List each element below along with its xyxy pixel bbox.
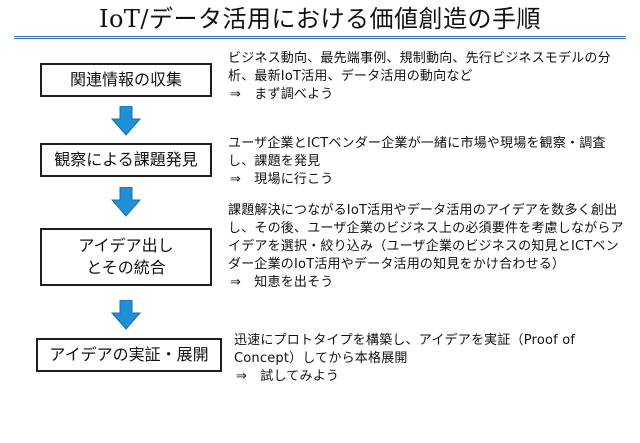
step-description-ideation: 課題解決につながるIoT活用やデータ活用のアイデアを数多く創出し、その後、ユーザ… [228,202,624,292]
step-hint: ⇒ 知恵を出そう [230,275,334,290]
step-description-text: ユーザ企業とICTベンダー企業が一緒に市場や現場を観察・調査し、課題を発見 [228,136,606,169]
step-description-discover-issues: ユーザ企業とICTベンダー企業が一緒に市場や現場を観察・調査し、課題を発見 ⇒ … [228,135,624,189]
step-box-ideation: アイデア出し とその統合 [40,228,212,286]
down-arrow-icon [111,106,141,136]
down-arrow-icon [111,300,141,330]
down-arrow-icon [111,187,141,217]
step-hint: ⇒ まず調べよう [230,87,334,102]
step-box-validate-deploy: アイデアの実証・展開 [36,338,222,372]
step-box-collect-info: 関連情報の収集 [40,63,212,97]
step-description-text: 迅速にプロトタイプを構築し、アイデアを実証（Proof of Concept）し… [234,333,576,366]
step-hint: ⇒ 試してみよう [236,369,340,384]
step-description-text: ビジネス動向、最先端事例、規制動向、先行ビジネスモデルの分析、最新IoT活用、デ… [228,51,611,84]
step-hint: ⇒ 現場に行こう [230,172,334,187]
step-description-text: 課題解決につながるIoT活用やデータ活用のアイデアを数多く創出し、その後、ユーザ… [228,203,624,272]
title-divider [14,36,626,39]
step-description-collect-info: ビジネス動向、最先端事例、規制動向、先行ビジネスモデルの分析、最新IoT活用、デ… [228,50,624,104]
step-box-discover-issues: 観察による課題発見 [40,143,212,177]
page-title: IoT/データ活用における価値創造の手順 [98,5,542,33]
step-description-validate-deploy: 迅速にプロトタイプを構築し、アイデアを実証（Proof of Concept）し… [234,332,624,386]
